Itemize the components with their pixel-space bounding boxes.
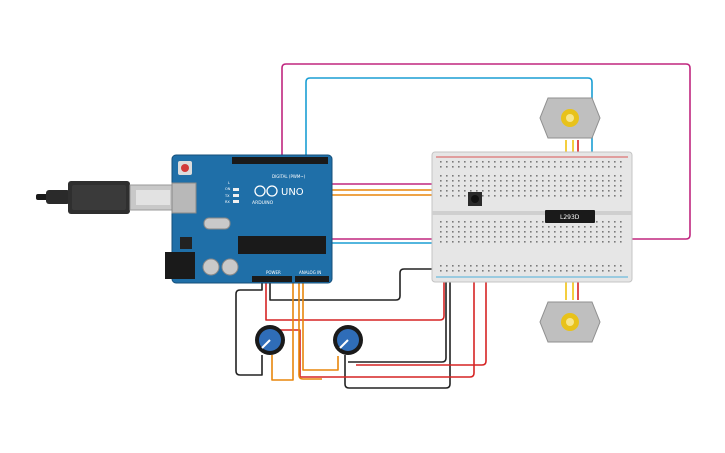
brand-label: ARDUINO <box>252 200 274 206</box>
wire-red-5v-2 <box>268 272 475 378</box>
analog-label: ANALOG IN <box>299 270 321 275</box>
wire-orange-a1 <box>298 280 322 380</box>
digital-header <box>232 157 328 164</box>
arduino-uno-board: UNO ARDUINO DIGITAL (PWM~) ON L TX RX PO… <box>165 154 333 284</box>
rx-label: RX <box>225 200 230 204</box>
wire-magenta-loop <box>274 63 691 240</box>
wire-black-gnd-loop <box>235 280 263 376</box>
wire-orange-a1b <box>302 280 339 371</box>
power-header <box>252 276 292 282</box>
wire-cyan-top <box>305 77 593 180</box>
push-button-icon[interactable] <box>468 192 482 206</box>
breadboard <box>431 151 633 283</box>
potentiometer-right-icon[interactable] <box>333 325 363 355</box>
atmega-chip <box>238 236 326 254</box>
on-label: ON <box>225 187 231 191</box>
model-label: UNO <box>281 187 304 198</box>
l293d-chip: L293D <box>545 210 595 223</box>
arduino-logo-icon <box>254 185 278 197</box>
wire-black-pot-bb <box>269 268 447 363</box>
analog-header <box>295 276 329 282</box>
chip-label: L293D <box>560 214 580 221</box>
dc-motor-bottom-icon <box>539 301 601 343</box>
wire-red-5v-1 <box>265 272 445 321</box>
tx-label: TX <box>224 194 230 198</box>
digital-label: DIGITAL (PWM~) <box>272 174 306 179</box>
wire-black-bottom <box>344 272 451 389</box>
power-jack <box>165 252 195 279</box>
usb-cable-icon <box>36 181 175 214</box>
potentiometer-left-icon[interactable] <box>255 325 285 355</box>
wire-orange-a0 <box>271 280 294 381</box>
wire-red-5v-3 <box>356 272 487 366</box>
dc-motor-top-icon <box>539 97 601 139</box>
power-label: POWER <box>266 270 281 275</box>
l-label: L <box>228 181 230 185</box>
